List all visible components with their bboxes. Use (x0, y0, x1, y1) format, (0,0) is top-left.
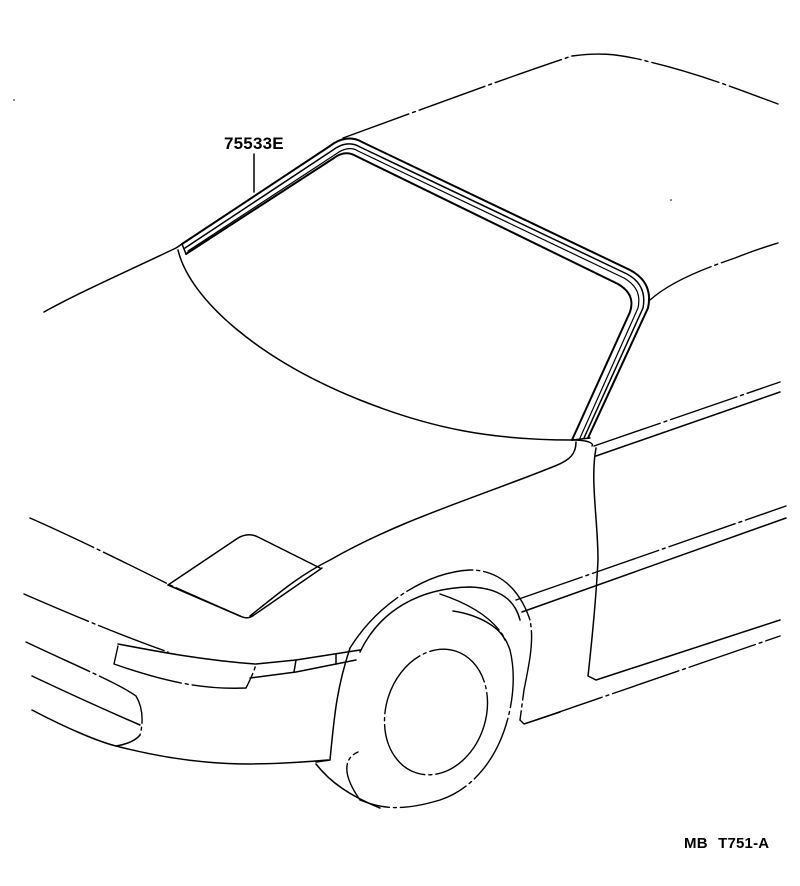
front-bumper (113, 643, 361, 689)
front-body (23, 517, 329, 765)
wheel-arch (315, 569, 561, 763)
roof (342, 53, 779, 301)
windshield-moulding[interactable] (181, 137, 650, 441)
front-wheel (315, 593, 514, 809)
door (515, 381, 787, 721)
diagram-code: MB T751-A (684, 835, 770, 852)
headlight-lid (167, 534, 323, 619)
hood (43, 243, 594, 617)
part-number-callout[interactable]: 75533E (224, 134, 284, 153)
